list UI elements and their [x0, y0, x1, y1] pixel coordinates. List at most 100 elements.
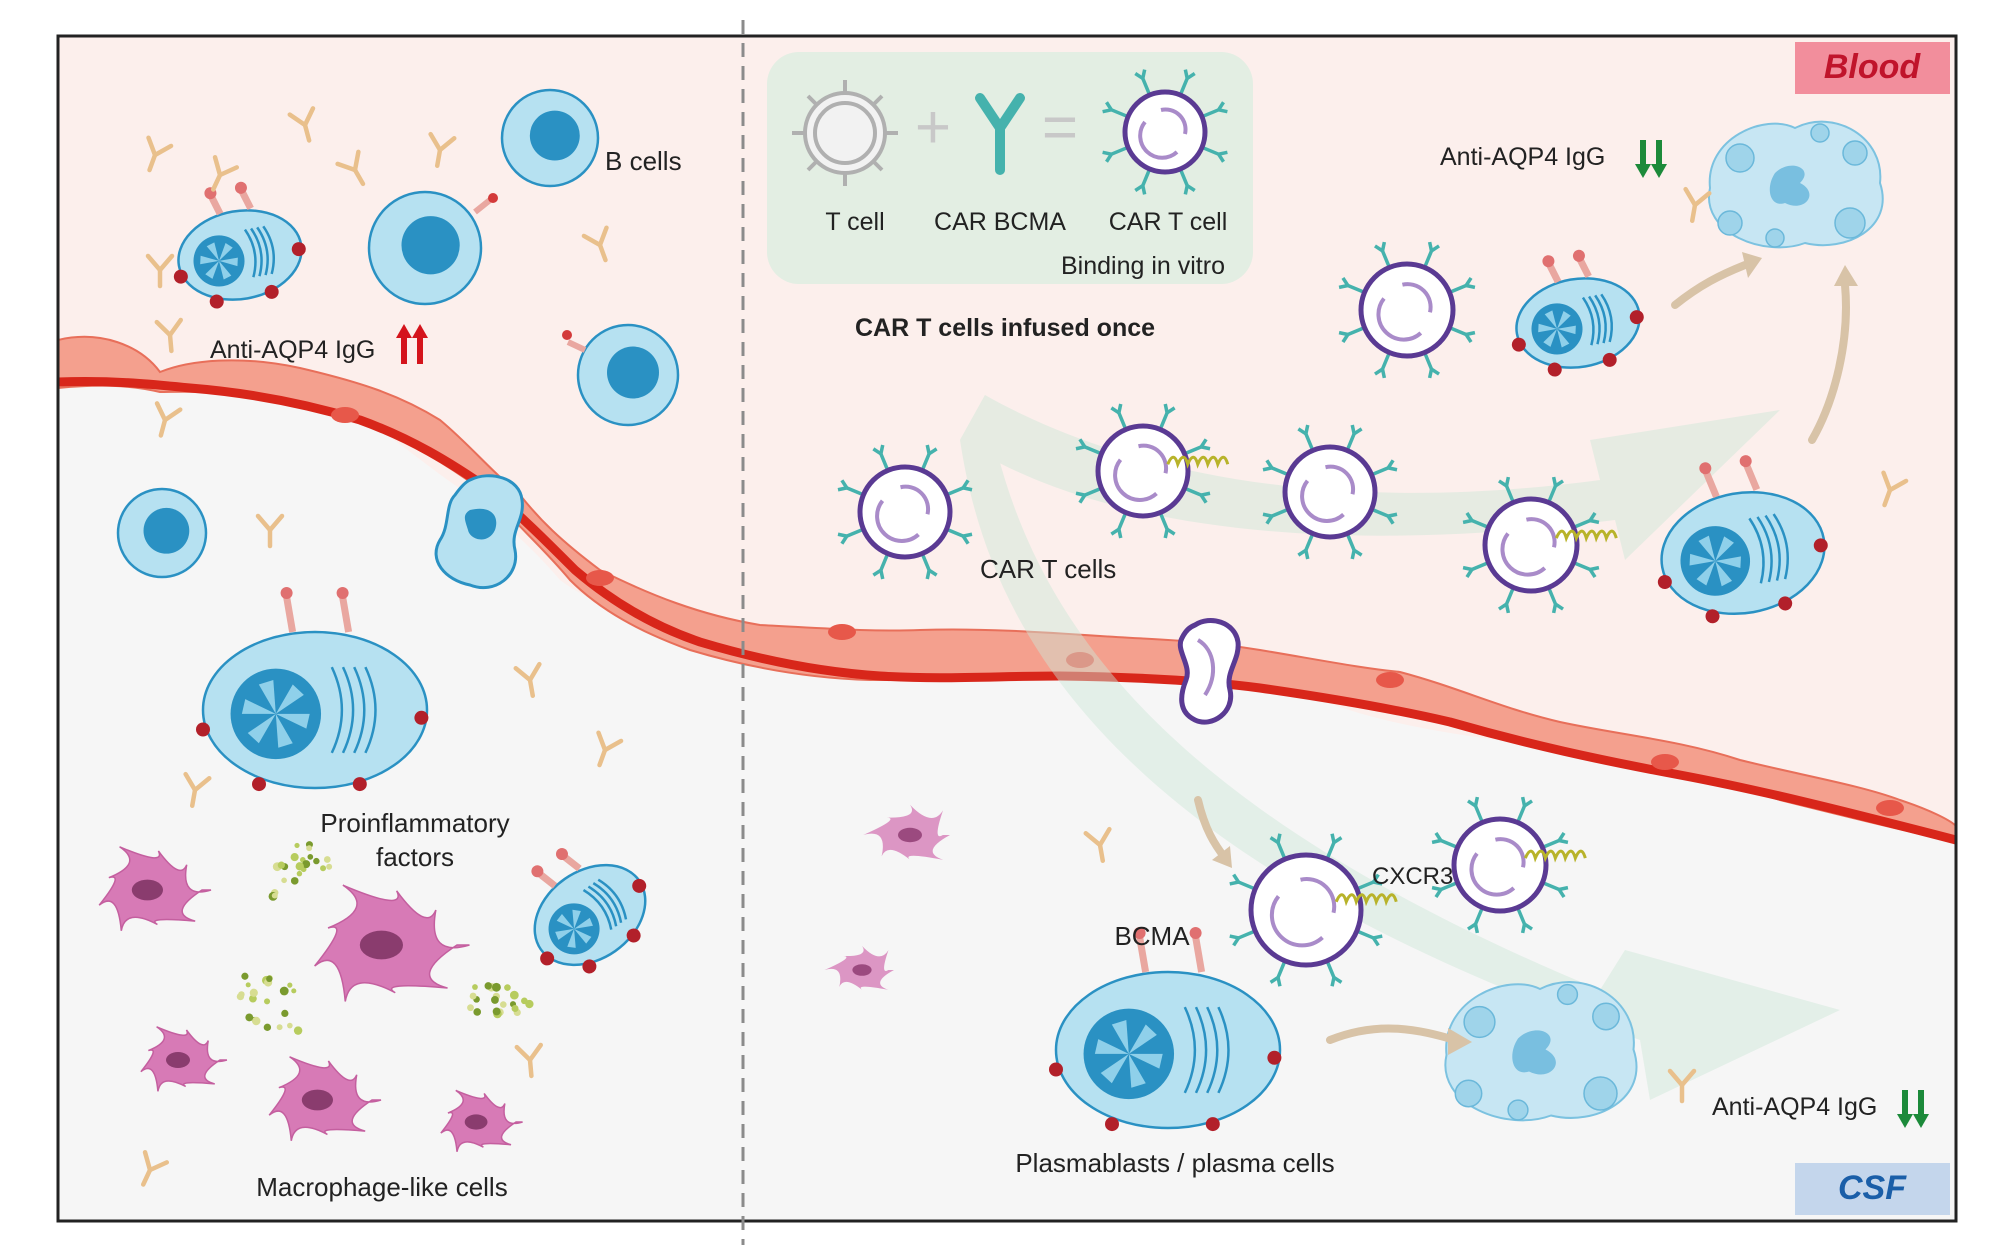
car-arm	[1431, 885, 1442, 892]
antibody-fab	[1097, 826, 1112, 848]
membrane-granule	[582, 959, 597, 974]
cytokine-dot	[241, 972, 249, 980]
car-arm	[1427, 368, 1434, 379]
endothelial-nucleus	[1651, 754, 1679, 770]
car-stalk	[1422, 250, 1434, 269]
membrane-granule	[1547, 362, 1562, 377]
fragmented-nucleus	[1769, 165, 1810, 206]
car-t-cell-body	[1451, 816, 1549, 914]
membrane-granule	[352, 777, 367, 792]
car-t-nucleus-arc	[1269, 895, 1324, 948]
cytokine-dot	[320, 865, 327, 872]
antibody-fab	[597, 225, 609, 248]
car-t-cell-legend-icon	[1102, 69, 1228, 195]
lysis-arrowheads	[1212, 252, 1858, 1055]
membrane-granule	[632, 878, 647, 893]
igg-antibody	[596, 730, 624, 768]
cytokine-dot	[500, 1001, 507, 1008]
antibody-fab	[581, 233, 603, 248]
proinflammatory-label-line1: Proinflammatory	[320, 808, 509, 838]
antibody-fab	[167, 317, 183, 338]
migration-arrow-csf	[960, 395, 1840, 1100]
igg-antibody	[287, 106, 316, 143]
macrophage	[824, 945, 894, 990]
chromatin-segment	[206, 242, 220, 261]
membrane-granule	[173, 269, 188, 284]
bcma-tip	[531, 865, 544, 878]
chromatin-segment	[556, 914, 575, 929]
cxcr3-receptor	[1334, 893, 1398, 907]
car-stalk	[920, 552, 931, 571]
car-stalk	[1110, 145, 1129, 156]
chromatin-segment	[1544, 310, 1558, 329]
cytokine-dot	[290, 877, 299, 885]
plasma-cell-group	[531, 848, 647, 974]
b-cell-nucleus	[529, 110, 580, 161]
golgi-stack	[1764, 514, 1781, 581]
car-arm	[1380, 241, 1387, 252]
diagram-frame	[56, 34, 1958, 1223]
car-stalk	[1370, 466, 1389, 477]
car-t-cell-body	[1358, 261, 1456, 359]
car-arm	[1504, 476, 1511, 487]
car-stalk	[1325, 960, 1336, 979]
igg-antibody	[145, 253, 175, 289]
car-t-nucleus-arc	[1469, 852, 1516, 897]
antibody-fc	[352, 167, 366, 187]
transmigrating-car-t-cell	[1177, 618, 1241, 725]
car-stalk	[1356, 929, 1375, 940]
macrophage	[268, 1056, 382, 1141]
igg-increase-arrows	[396, 324, 428, 364]
car-t-cell	[1262, 424, 1398, 560]
car-t-cell	[1229, 833, 1398, 987]
antibody-fab	[146, 135, 158, 158]
car-t-cell	[1462, 476, 1618, 614]
antibody-fab	[1887, 478, 1909, 493]
macrophage	[98, 846, 212, 931]
antibody-fab	[287, 112, 308, 128]
cytokine-dot	[313, 857, 320, 865]
igg-antibodies	[140, 106, 1909, 1187]
igg-decrease-arrows-csf	[1897, 1090, 1929, 1128]
membrane-granule	[1205, 1117, 1220, 1132]
membrane-granule	[1105, 1117, 1119, 1132]
macrophage	[863, 804, 950, 860]
chromatin-segment	[1689, 553, 1716, 566]
anti-aqp4-igg-down-blood-label: Anti-AQP4 IgG	[1440, 143, 1605, 171]
igg-antibody	[1683, 186, 1712, 224]
car-stalk	[1422, 351, 1434, 370]
car-stalk	[846, 527, 865, 538]
antibody-fab	[255, 513, 273, 533]
golgi-stack	[592, 882, 623, 924]
car-arm	[1467, 922, 1477, 931]
car-stalk	[1473, 805, 1485, 824]
car-arm	[1110, 527, 1120, 536]
car-arm	[879, 444, 885, 455]
lysis-arrows	[1194, 261, 1850, 1044]
macrophage-nucleus	[464, 1114, 488, 1130]
car-t-cell-body	[1095, 423, 1191, 519]
plasmablast	[531, 848, 647, 974]
chromatin-segment	[572, 909, 581, 929]
chromatin-segment	[1100, 1053, 1129, 1084]
membrane-granule	[1511, 337, 1526, 352]
cytokine-dot	[252, 1016, 261, 1026]
golgi-stack	[1217, 1006, 1230, 1094]
chromatin-segment	[1715, 556, 1741, 569]
car-stalk	[1515, 906, 1527, 925]
car-stalk	[1448, 283, 1467, 295]
macrophage-nucleus	[166, 1052, 190, 1068]
antibody-fab	[302, 106, 316, 128]
car-arm	[1229, 934, 1239, 940]
membrane-granule	[264, 284, 279, 299]
apoptotic-bleb	[1725, 143, 1755, 173]
chromatin-segment	[1128, 1024, 1157, 1054]
chromatin-segment	[219, 257, 238, 267]
car-arm	[928, 447, 938, 456]
bcma-tip	[336, 587, 349, 599]
car-t-nucleus-arc	[1401, 282, 1433, 313]
macrophage	[314, 884, 470, 1002]
plasma-cell	[1511, 249, 1644, 377]
cytokine-dot	[467, 1004, 474, 1012]
antibody-fab	[596, 730, 608, 753]
